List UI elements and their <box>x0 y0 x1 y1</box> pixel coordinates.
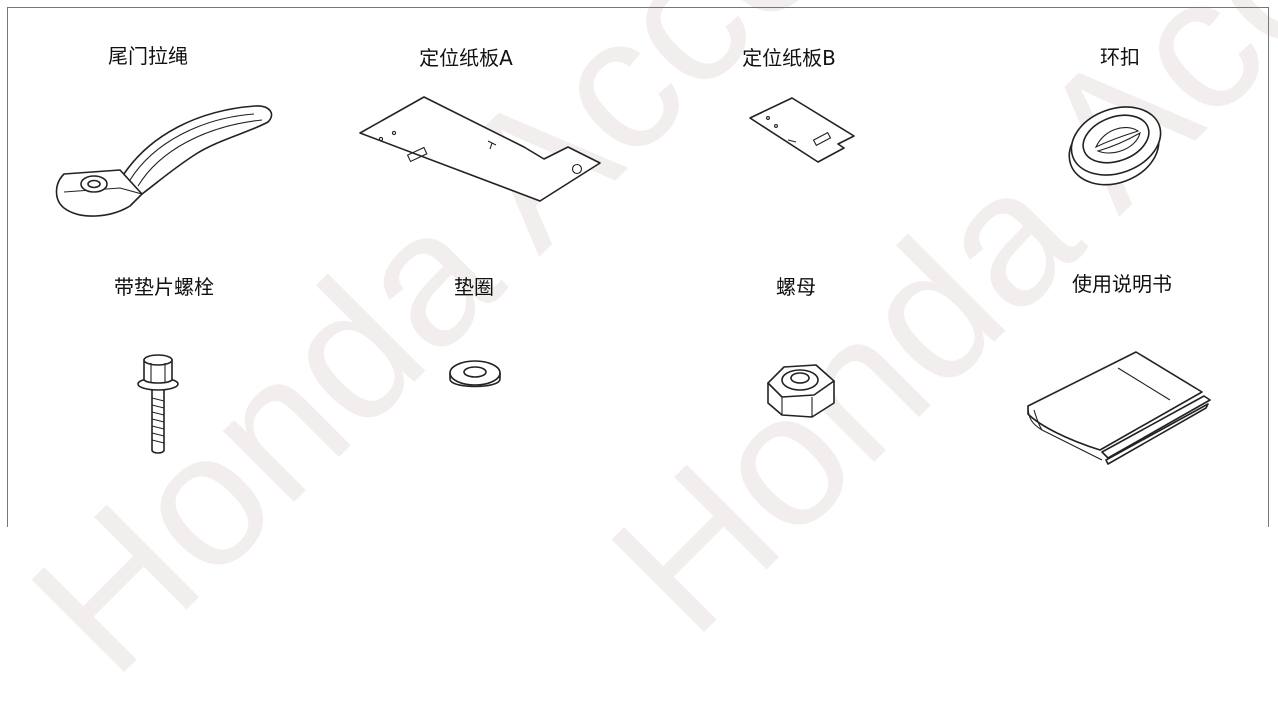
nut-icon <box>762 355 842 429</box>
grommet-icon <box>1064 99 1174 193</box>
flange-bolt-icon <box>134 346 194 460</box>
part-label-grommet: 环扣 <box>1100 45 1140 69</box>
part-label-nut: 螺母 <box>776 275 816 299</box>
washer-icon <box>446 355 506 399</box>
part-label-template-b: 定位纸板B <box>742 46 836 70</box>
manual-icon <box>1022 348 1222 472</box>
part-label-washer: 垫圈 <box>454 275 494 299</box>
tailgate-strap-icon <box>50 96 280 230</box>
part-label-tailgate-strap: 尾门拉绳 <box>108 44 188 68</box>
part-label-flange-bolt: 带垫片螺栓 <box>114 275 214 299</box>
template-a-icon <box>358 93 608 209</box>
part-label-template-a: 定位纸板A <box>419 46 513 70</box>
template-b-icon <box>748 96 858 170</box>
part-label-manual: 使用说明书 <box>1072 272 1172 296</box>
parts-list-frame <box>7 7 1269 527</box>
